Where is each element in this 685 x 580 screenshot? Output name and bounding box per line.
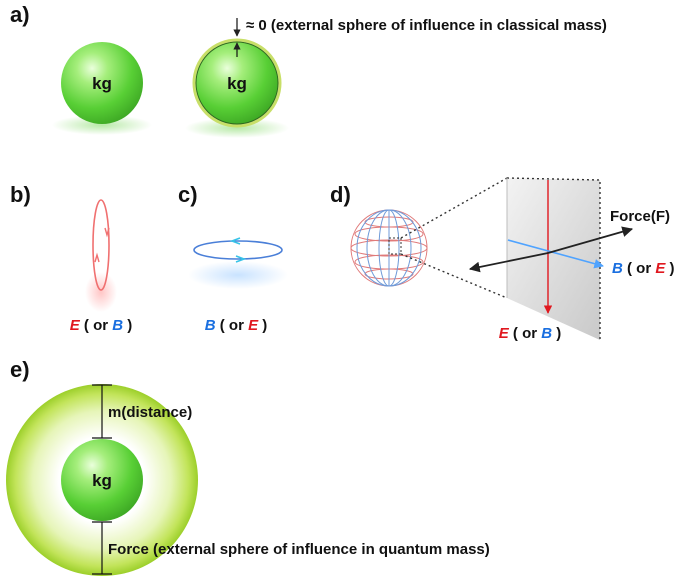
caption-b: B — [205, 317, 216, 334]
caption-e: E — [499, 325, 510, 342]
panel-d-right-caption: B ( or E ) — [612, 260, 675, 277]
caption-e: E — [248, 317, 259, 334]
panel-c-label: c) — [178, 182, 198, 207]
panel-b-label: b) — [10, 182, 31, 207]
classical-annotation: ≈ 0 (external sphere of influence in cla… — [246, 17, 607, 34]
electric-field-loop — [92, 199, 110, 291]
caption-b: B — [612, 260, 623, 277]
panel-d-label: d) — [330, 182, 351, 207]
sphere-shadow — [52, 115, 152, 135]
panel-e-label: e) — [10, 357, 30, 382]
panel-e: e) kg m(distance) Force (external sphere… — [6, 357, 490, 576]
caption-or: ( or — [623, 260, 656, 277]
projection-line — [400, 253, 508, 299]
caption-or: ( or — [216, 317, 249, 334]
panel-c-caption: B ( or E ) — [205, 317, 268, 334]
loop-arrow-icon — [235, 255, 247, 263]
loop-arrow-icon — [104, 227, 110, 238]
panel-d: d) Force(F) B ( or E — [330, 177, 675, 342]
magnetic-field-loop — [193, 240, 283, 260]
panel-a: a) kg kg ≈ 0 (external sphere of influen… — [10, 2, 607, 138]
caption-b: B — [112, 317, 123, 334]
core-kg-label: kg — [92, 471, 112, 490]
zoom-region-box — [388, 237, 402, 255]
panel-b-caption: E ( or B ) — [70, 317, 133, 334]
blue-field-glow — [188, 261, 288, 289]
caption-close: ) — [665, 260, 674, 277]
loop-arrow-icon — [229, 237, 241, 245]
caption-close: ) — [258, 317, 267, 334]
caption-close: ) — [123, 317, 132, 334]
sphere-shadow-2 — [185, 118, 289, 138]
panel-b: b) E ( or B ) — [10, 182, 132, 334]
panel-d-bottom-caption: E ( or B ) — [499, 325, 562, 342]
caption-or: ( or — [509, 325, 542, 342]
quantum-mass-sphere — [61, 439, 143, 521]
force-vector-left — [468, 252, 549, 273]
classical-mass-sphere — [61, 42, 143, 124]
sphere-kg-label: kg — [92, 74, 112, 93]
caption-e: E — [655, 260, 666, 277]
caption-or: ( or — [80, 317, 113, 334]
thin-halo-ring — [192, 38, 282, 128]
caption-close: ) — [552, 325, 561, 342]
caption-b: B — [541, 325, 552, 342]
panel-c: c) B ( or E ) — [178, 182, 288, 334]
classical-mass-sphere-with-shell — [195, 41, 279, 125]
caption-e: E — [70, 317, 81, 334]
plane-outline — [506, 177, 601, 340]
force-label: Force(F) — [610, 208, 670, 225]
loop-arrow-icon — [94, 252, 100, 263]
red-field-glow — [85, 272, 117, 312]
distance-label: m(distance) — [108, 404, 192, 421]
field-plane — [507, 178, 600, 340]
quantum-annotation: Force (external sphere of influence in q… — [108, 541, 490, 558]
force-vector-right — [547, 226, 634, 254]
sphere-kg-label-2: kg — [227, 74, 247, 93]
projection-line — [400, 177, 508, 239]
magnetic-vector — [507, 239, 604, 269]
panel-a-label: a) — [10, 2, 30, 27]
